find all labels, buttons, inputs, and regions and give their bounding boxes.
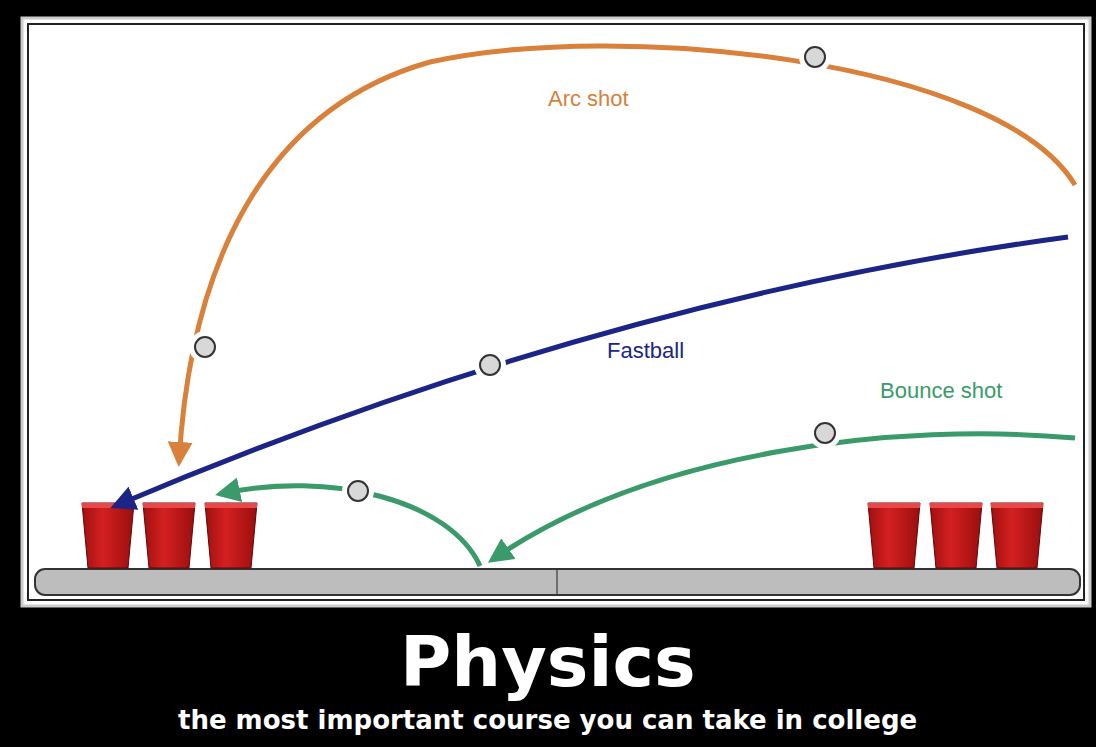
title: Physics — [400, 621, 696, 703]
table-divider — [556, 570, 558, 594]
arc-trajectory — [179, 46, 1075, 462]
panel-inner — [28, 24, 1084, 600]
cup-rims — [82, 503, 1043, 508]
caption: the most important course you can take i… — [178, 705, 917, 735]
bounce-label: Bounce shot — [880, 378, 1002, 404]
cups — [82, 503, 1043, 568]
panel — [22, 18, 1090, 606]
fastball-trajectory — [115, 237, 1068, 506]
table — [35, 569, 1080, 595]
balls — [189, 41, 841, 507]
bounce-trajectory-in — [492, 434, 1075, 560]
fastball-label: Fastball — [607, 338, 684, 364]
arc-label: Arc shot — [548, 86, 629, 112]
